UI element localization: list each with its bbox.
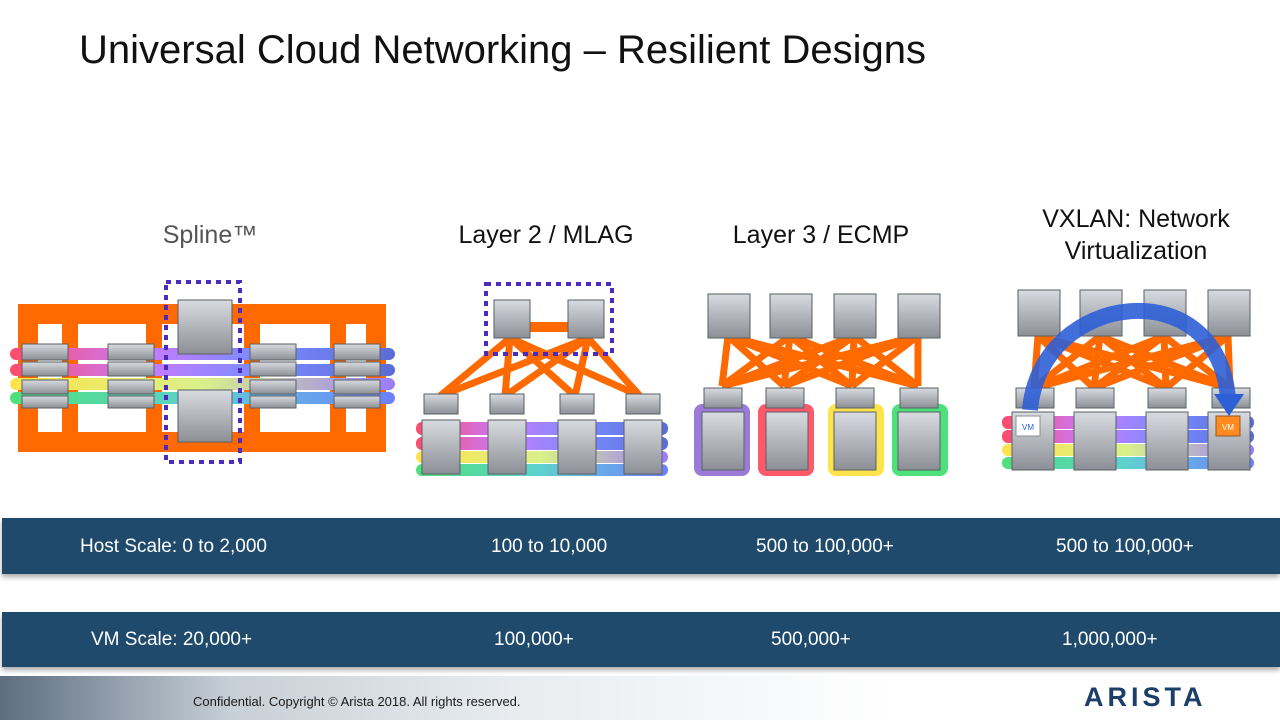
column-title-vxlan: VXLAN: Network Virtualization — [1010, 203, 1262, 267]
vm-scale-ecmp: 500,000+ — [771, 629, 851, 650]
vm-source-icon — [1015, 415, 1041, 437]
vm-migration-arrow — [1022, 302, 1236, 411]
vm-target-icon — [1215, 415, 1241, 437]
vm-scale-mlag: 100,000+ — [494, 629, 574, 650]
vm-scale-vxlan: 1,000,000+ — [1062, 629, 1158, 650]
footer: Confidential. Copyright © Arista 2018. A… — [0, 676, 1280, 720]
vm-source-label: VM — [1022, 423, 1034, 432]
vm-scale-label: VM Scale: 20,000+ — [91, 629, 253, 650]
column-title-layer3-ecmp: Layer 3 / ECMP — [732, 221, 910, 249]
column-title-spline: Spline™ — [162, 221, 258, 249]
column-title-vxlan-line1: VXLAN: Network — [1042, 205, 1230, 233]
ecmp-diagram — [694, 293, 948, 476]
column-title-layer2-mlag: Layer 2 / MLAG — [458, 221, 634, 249]
slide-title: Universal Cloud Networking – Resilient D… — [79, 28, 927, 72]
host-scale-label: Host Scale: 0 to 2,000 — [80, 536, 267, 557]
mlag-diagram — [416, 282, 668, 476]
vxlan-diagram: VM VM — [1002, 289, 1254, 471]
host-scale-vxlan: 500 to 100,000+ — [1056, 536, 1194, 557]
host-scale-mlag: 100 to 10,000 — [491, 536, 608, 557]
vm-scale-band: VM Scale: 20,000+ 100,000+ 500,000+ 1,00… — [2, 612, 1280, 667]
host-scale-band: Host Scale: 0 to 2,000 100 to 10,000 500… — [2, 518, 1280, 574]
host-scale-ecmp: 500 to 100,000+ — [756, 536, 894, 557]
vm-target-label: VM — [1222, 423, 1234, 432]
footer-legal: Confidential. Copyright © Arista 2018. A… — [193, 694, 521, 709]
arista-logo: ARISTA — [1084, 682, 1207, 712]
topology-diagrams: VM VM — [10, 280, 1254, 476]
spline-diagram — [10, 280, 395, 464]
column-title-vxlan-line2: Virtualization — [1064, 237, 1208, 265]
